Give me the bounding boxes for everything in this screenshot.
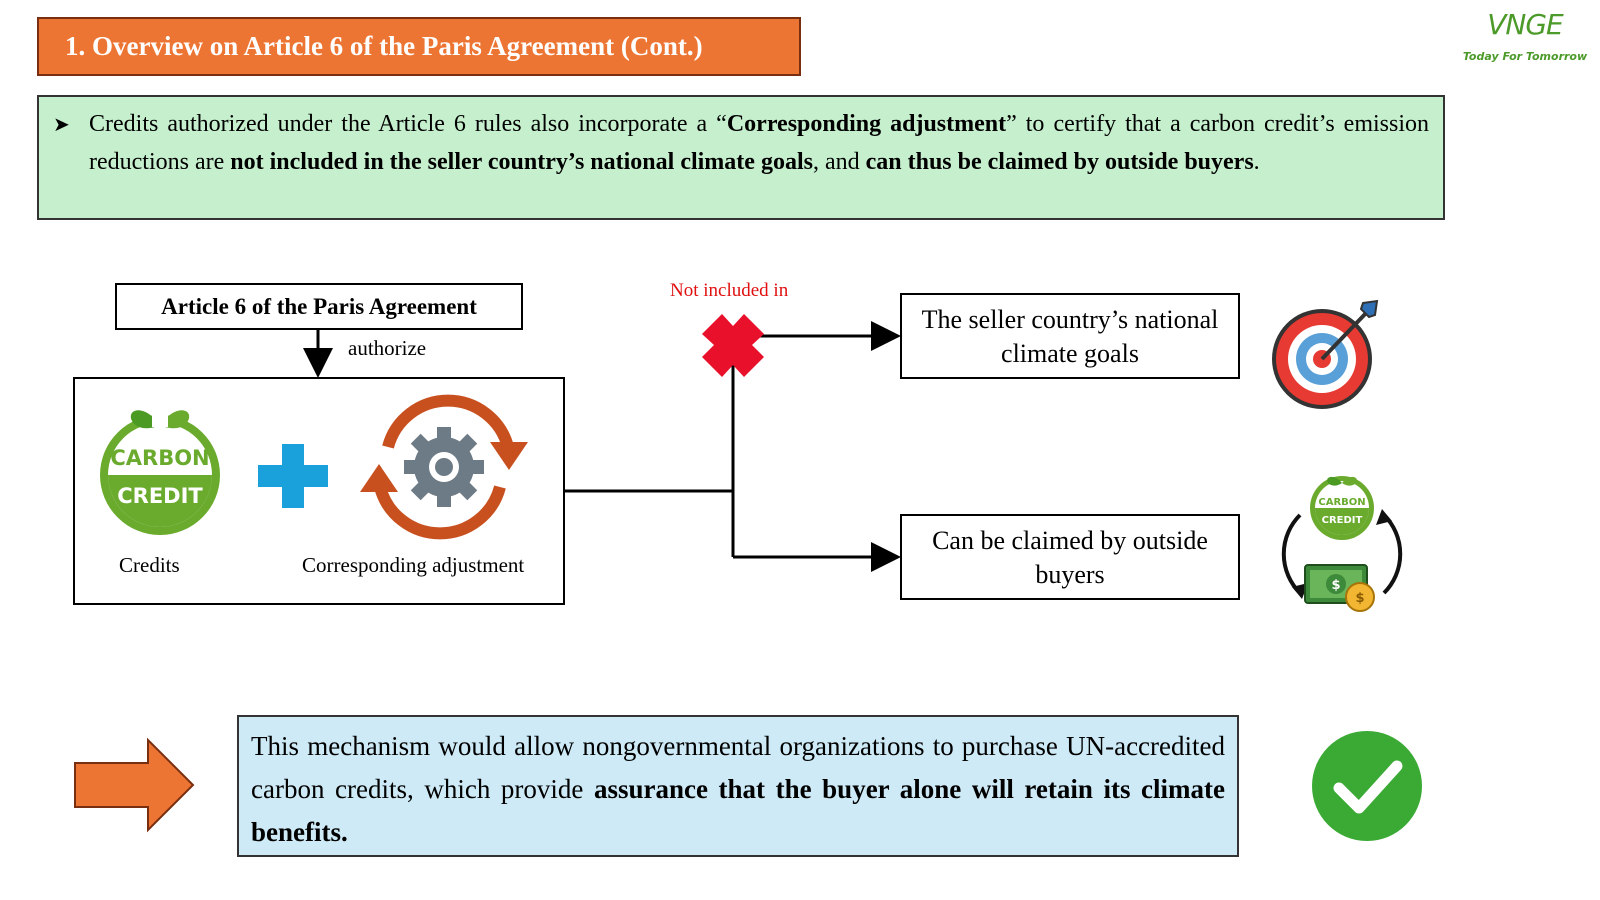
svg-text:$: $ (1355, 591, 1364, 606)
arrowhead-bullet-icon: ➤ (53, 112, 70, 136)
slide-title: 1. Overview on Article 6 of the Paris Ag… (37, 17, 801, 76)
logo-mark: VNGE (1487, 8, 1564, 41)
adjustment-label: Corresponding adjustment (302, 553, 525, 577)
target-icon (1272, 299, 1379, 409)
red-x-icon (702, 314, 764, 377)
credits-label: Credits (119, 553, 180, 577)
conclusion-bold-1: assurance that the buyer alone will reta… (251, 774, 1226, 847)
carbon-credit-badge-icon: CARBON CREDIT (100, 410, 220, 535)
intro-text-3: , and (812, 149, 866, 175)
logo-tagline: Today For Tomorrow (1462, 50, 1588, 63)
credit-exchange-icon: CARBON CREDIT $ $ (1281, 476, 1403, 612)
conclusion-box: This mechanism would allow nongovernment… (237, 715, 1239, 857)
right-arrow-icon (74, 737, 195, 833)
intro-bold-2: not included in the seller country’s nat… (230, 149, 813, 175)
intro-text-1: Credits authorized under the Article 6 r… (89, 111, 727, 137)
intro-text-2: ” to certify that a carbon credit’s emis… (89, 111, 1430, 175)
outside-buyers-box: Can be claimed by outside buyers (900, 514, 1240, 600)
gear-cycle-icon (360, 394, 528, 540)
vnge-logo: VNGE Today For Tomorrow (1455, 6, 1595, 76)
article-6-box: Article 6 of the Paris Agreement (115, 283, 523, 330)
intro-box: ➤ Credits authorized under the Article 6… (37, 95, 1445, 220)
conclusion-text-1: This mechanism would allow nongovernment… (251, 731, 1225, 804)
intro-text-4: . (1253, 149, 1260, 175)
svg-text:$: $ (1331, 578, 1340, 593)
intro-bold-3: can thus be claimed by outside buyers (865, 149, 1254, 175)
badge-text-carbon: CARBON (110, 446, 209, 470)
checkmark-icon (1312, 731, 1422, 841)
not-included-label: Not included in (670, 280, 789, 301)
authorize-label: authorize (348, 336, 427, 360)
mini-badge-text-carbon: CARBON (1318, 497, 1365, 508)
mini-badge-text-credit: CREDIT (1322, 515, 1363, 526)
intro-bold-1: Corresponding adjustment (726, 111, 1007, 137)
seller-goals-box: The seller country’s national climate go… (900, 293, 1240, 379)
badge-text-credit: CREDIT (117, 484, 203, 508)
plus-icon (258, 444, 328, 508)
